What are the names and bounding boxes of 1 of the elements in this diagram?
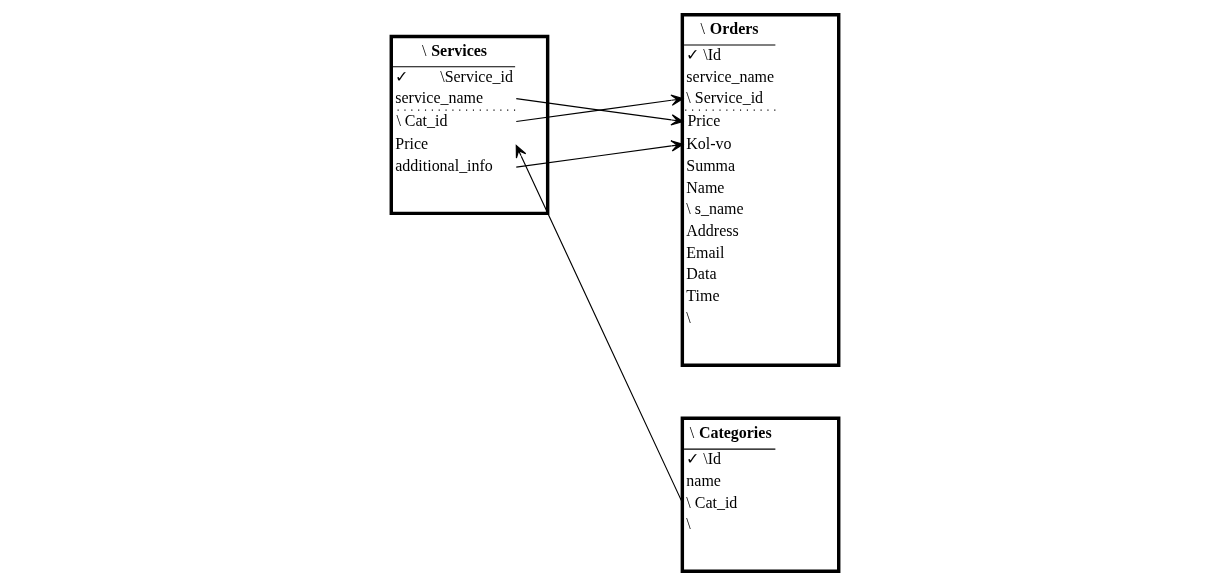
arrow [515, 140, 684, 168]
